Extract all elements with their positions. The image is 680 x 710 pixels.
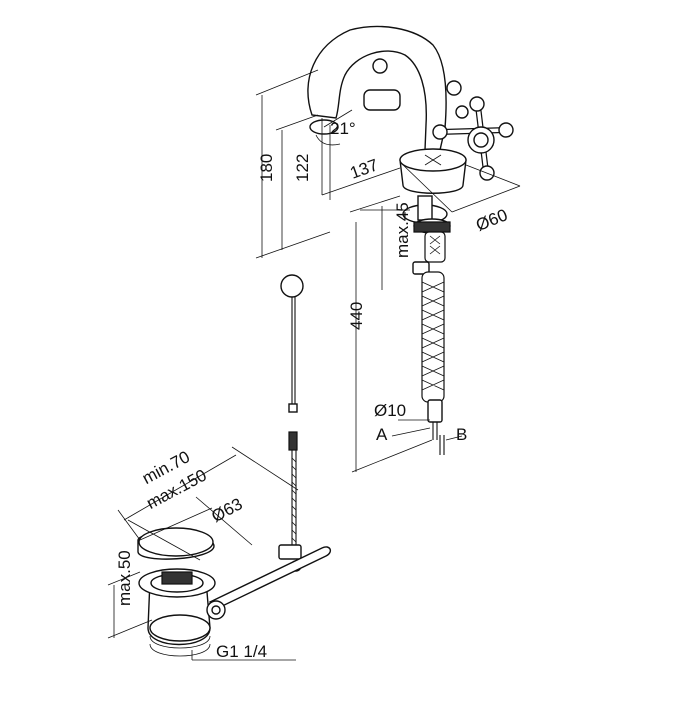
lift-rod [209, 274, 332, 611]
faucet-body [307, 25, 514, 234]
waste-thread-label: G1 1/4 [216, 642, 267, 661]
supply-hose [412, 231, 446, 455]
rod-clamp [278, 544, 302, 560]
hose-length-label: 440 [347, 302, 366, 330]
waste-diameter-label: Ø63 [208, 494, 245, 526]
lift-knob [372, 58, 388, 74]
waste-height-label: max.50 [115, 550, 134, 606]
waste-dimension-lines [107, 446, 299, 661]
overall-height-label: 180 [257, 154, 276, 182]
handle-diameter-label: Ø60 [473, 205, 510, 235]
valve-cap-top [446, 80, 462, 96]
waste-assembly [137, 527, 226, 657]
lift-rod-knob [280, 274, 304, 298]
threaded-shank [417, 195, 433, 221]
cross-handle [432, 96, 514, 181]
connection-a-label: A [376, 425, 388, 444]
connection-b-label: B [456, 425, 467, 444]
spout-collar [363, 89, 401, 111]
valve-cap-side [455, 105, 469, 119]
spout-projection-label: 137 [348, 155, 381, 183]
deck-thickness-label: max.45 [393, 202, 412, 258]
pivot-rod [209, 546, 332, 611]
hose-diameter-label: Ø10 [374, 401, 406, 420]
faucet-dimension-lines [255, 69, 521, 473]
spout-height-label: 122 [293, 154, 312, 182]
hose-fitting [427, 399, 443, 423]
angle-label: 21° [330, 119, 356, 138]
